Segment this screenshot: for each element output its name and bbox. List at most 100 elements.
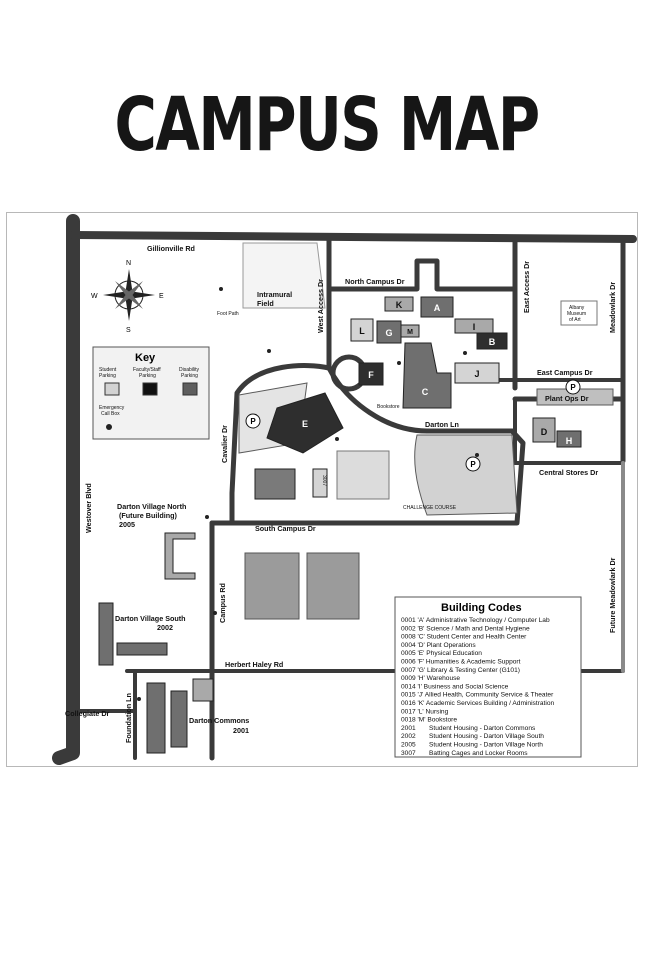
label-westover: Westover Blvd bbox=[84, 483, 93, 533]
compass-rose-icon: N S E W bbox=[91, 260, 164, 334]
letter-K: K bbox=[396, 300, 403, 310]
building-L bbox=[350, 318, 374, 342]
building-I bbox=[454, 318, 494, 334]
housing-code: 2001 bbox=[401, 725, 416, 732]
label-cavalier: Cavalier Dr bbox=[220, 425, 229, 463]
label-challenge: CHALLENGE COURSE bbox=[403, 505, 457, 511]
code-row: 0008 'C' Student Center and Health Cente… bbox=[401, 634, 527, 641]
letter-B: B bbox=[489, 337, 496, 347]
letter-I: I bbox=[473, 322, 476, 332]
svg-text:Faculty/Staff: Faculty/Staff bbox=[133, 367, 161, 373]
code-row: 0018 'M' Bookstore bbox=[401, 717, 457, 724]
building-E bbox=[266, 392, 344, 454]
road-south-campus bbox=[209, 428, 526, 526]
label-dvn-3: 2005 bbox=[119, 520, 135, 529]
campus-map[interactable]: A B C D E F G H I J K L M P P P Gillionv… bbox=[6, 212, 638, 767]
label-bookstore: Bookstore bbox=[377, 404, 400, 410]
codes-box bbox=[394, 596, 582, 758]
parking-marker-3 bbox=[565, 379, 581, 395]
label-west-access: West Access Dr bbox=[316, 279, 325, 333]
label-museum-1: Albany bbox=[569, 305, 585, 311]
building-A bbox=[420, 296, 454, 318]
label-future-meadowlark: Future Meadowlark Dr bbox=[608, 557, 617, 633]
housing-name: Batting Cages and Locker Rooms bbox=[429, 750, 528, 757]
building-K bbox=[384, 296, 414, 312]
commons-hall bbox=[192, 678, 214, 702]
label-intramural: Intramural bbox=[257, 290, 292, 299]
label-north-campus: North Campus Dr bbox=[345, 277, 405, 286]
road-labels: Gillionville Rd North Campus Dr West Acc… bbox=[65, 244, 617, 743]
label-dvn-1: Darton Village North bbox=[117, 502, 186, 511]
label-dvs-2: 2002 bbox=[157, 623, 173, 632]
place-labels: Intramural Field Foot Path Albany Museum… bbox=[115, 290, 586, 735]
label-gillionville: Gillionville Rd bbox=[147, 244, 195, 253]
label-campus-rd: Campus Rd bbox=[218, 583, 227, 623]
key-title: Key bbox=[135, 352, 156, 364]
parking-marker-1 bbox=[245, 413, 261, 429]
building-J bbox=[454, 362, 500, 384]
housing-dvs bbox=[98, 602, 114, 666]
building-codes-legend: Building Codes 0001 'A' Administrative T… bbox=[394, 596, 582, 758]
building-letters: A B C D E F G H I J K L M bbox=[302, 300, 572, 446]
svg-text:P: P bbox=[570, 383, 576, 392]
housing-name: Student Housing - Darton Commons bbox=[429, 725, 536, 732]
label-east-access: East Access Dr bbox=[522, 261, 531, 313]
batting-cages bbox=[312, 468, 328, 498]
label-darton-ln: Darton Ln bbox=[425, 420, 459, 429]
housing-code: 2005 bbox=[401, 742, 416, 749]
label-commons-1: Darton Commons bbox=[189, 716, 249, 725]
code-row: 0005 'E' Physical Education bbox=[401, 650, 482, 657]
label-east-campus: East Campus Dr bbox=[537, 368, 593, 377]
svg-text:P: P bbox=[250, 417, 256, 426]
page-title: CAMPUS MAP bbox=[114, 82, 540, 168]
call-boxes bbox=[137, 287, 479, 701]
label-central-stores: Central Stores Dr bbox=[539, 468, 598, 477]
building-M bbox=[400, 324, 420, 338]
field-right bbox=[306, 552, 360, 620]
code-row: 0007 'G' Library & Testing Center (G101) bbox=[401, 667, 520, 674]
road-gillionville bbox=[69, 231, 637, 243]
buildings bbox=[98, 296, 598, 754]
label-batting: 3007 bbox=[321, 475, 327, 486]
label-plant-ops: Plant Ops Dr bbox=[545, 394, 589, 403]
parking-markers: P P P bbox=[245, 379, 581, 472]
housing-code: 3007 bbox=[401, 750, 416, 757]
label-museum-3: of Art bbox=[569, 317, 581, 323]
code-rows: 0001 'A' Administrative Technology / Com… bbox=[401, 617, 554, 724]
letter-E: E bbox=[302, 419, 308, 429]
intramural-field bbox=[242, 242, 326, 309]
letter-G: G bbox=[385, 328, 392, 338]
svg-text:Call Box: Call Box bbox=[101, 411, 120, 417]
housing-code: 2002 bbox=[401, 733, 416, 740]
code-row: 0015 'J' Allied Health, Community Servic… bbox=[401, 692, 554, 699]
svg-text:Emergency: Emergency bbox=[99, 405, 125, 411]
housing-rows: 2001 Student Housing - Darton Commons 2002… bbox=[401, 725, 544, 757]
label-museum-2: Museum bbox=[567, 311, 586, 317]
label-commons-2: 2001 bbox=[233, 726, 249, 735]
housing-name: Student Housing - Darton Village North bbox=[429, 742, 543, 749]
code-row: 0002 'B' Science / Math and Dental Hygie… bbox=[401, 625, 530, 632]
svg-text:Disability: Disability bbox=[179, 367, 200, 373]
label-herbert-haley: Herbert Haley Rd bbox=[225, 660, 283, 669]
baseball-field bbox=[336, 450, 390, 500]
label-dvn-2: (Future Building) bbox=[119, 511, 177, 520]
campus-map-svg[interactable]: A B C D E F G H I J K L M P P P Gillionv… bbox=[7, 213, 637, 766]
road-westover bbox=[52, 214, 80, 765]
svg-text:P: P bbox=[470, 460, 476, 469]
albany-museum bbox=[560, 300, 598, 326]
parking-marker-2 bbox=[465, 456, 481, 472]
svg-text:Student: Student bbox=[99, 367, 117, 373]
svg-text:Parking: Parking bbox=[181, 373, 198, 379]
key-swatch-faculty bbox=[142, 382, 158, 396]
lot-large-south bbox=[414, 434, 518, 516]
letter-H: H bbox=[566, 436, 573, 446]
letter-A: A bbox=[434, 303, 441, 313]
building-F bbox=[358, 362, 384, 386]
housing-dvs-2 bbox=[116, 642, 168, 656]
housing-dvn bbox=[164, 532, 196, 580]
letter-M: M bbox=[407, 329, 413, 336]
codes-title: Building Codes bbox=[441, 602, 522, 614]
label-collegiate: Collegiate Dr bbox=[65, 709, 110, 718]
letter-D: D bbox=[541, 427, 548, 437]
letter-C: C bbox=[422, 387, 429, 397]
